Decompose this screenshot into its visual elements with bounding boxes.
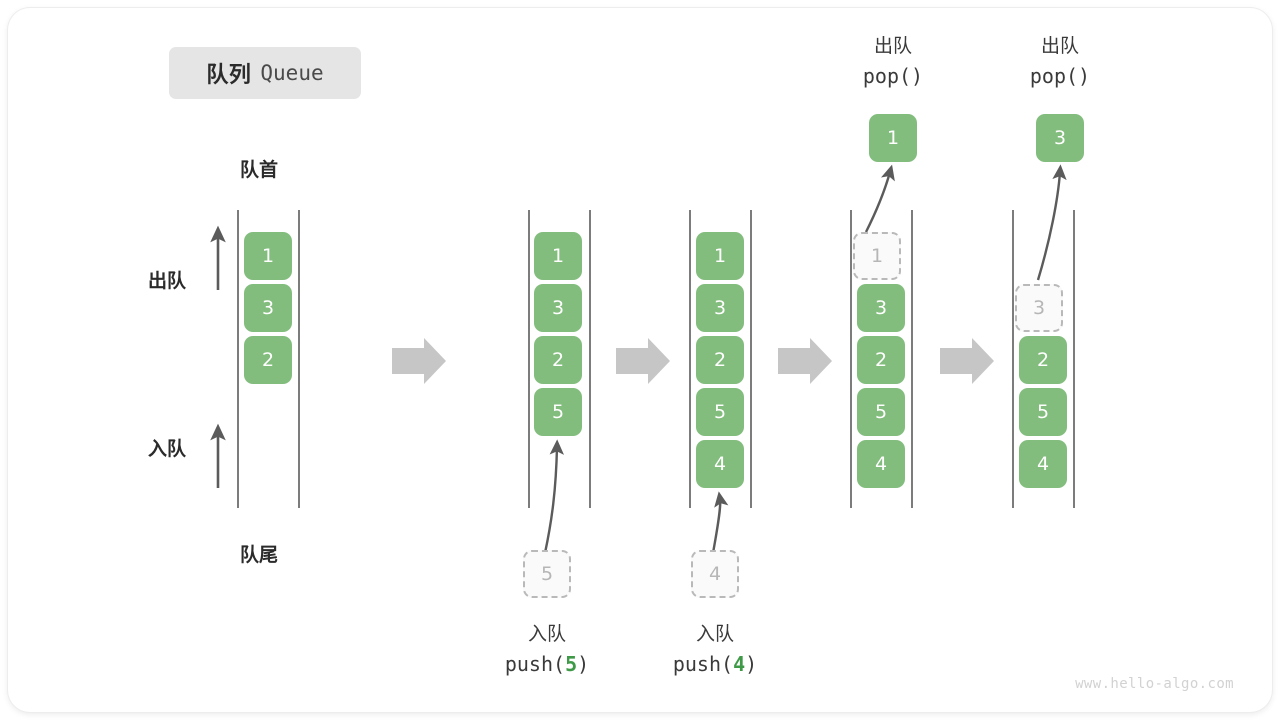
- queue-cell: 3: [857, 284, 905, 332]
- rail-group-3: [689, 210, 752, 508]
- queue-cell: 4: [857, 440, 905, 488]
- pop-1-label: 出队 pop(): [793, 32, 993, 92]
- rail-group-1: [237, 210, 300, 508]
- dequeue-side-label: 出队: [148, 271, 187, 292]
- pop-arrow-3: [1036, 164, 1067, 281]
- pop-3-label-cn: 出队: [1040, 36, 1079, 57]
- push-5-label: 入队 push(5): [447, 620, 647, 680]
- push-4-label: 入队 push(4): [615, 620, 815, 680]
- rail-group-2: [528, 210, 591, 508]
- queue-cell: 2: [696, 336, 744, 384]
- queue-cell: 2: [534, 336, 582, 384]
- queue-cell: 4: [696, 440, 744, 488]
- queue-cell: 2: [244, 336, 292, 384]
- queue-cell: 3: [244, 284, 292, 332]
- push-5-label-cn: 入队: [527, 624, 566, 645]
- push-4-label-code: push(4): [672, 652, 758, 677]
- push-4-label-cn: 入队: [695, 624, 734, 645]
- step-arrow-4: [940, 338, 994, 384]
- pop-arrow-1: [864, 164, 895, 233]
- push-arrow-4: [711, 491, 729, 554]
- queue-cell: 2: [1019, 336, 1067, 384]
- queue-cell: 5: [696, 388, 744, 436]
- outgoing-ghost-cell: 3: [1015, 284, 1063, 332]
- front-label: 队首: [240, 160, 279, 181]
- rear-label: 队尾: [240, 545, 279, 566]
- popped-cell: 1: [869, 114, 917, 162]
- queue-cell: 4: [1019, 440, 1067, 488]
- pop-3-label: 出队 pop(): [960, 32, 1160, 92]
- queue-cell: 1: [244, 232, 292, 280]
- queue-cell: 5: [857, 388, 905, 436]
- queue-cell: 5: [534, 388, 582, 436]
- rail-group-4: [850, 210, 913, 508]
- push-arrow-5: [543, 439, 565, 554]
- queue-cell: 2: [857, 336, 905, 384]
- queue-cell: 3: [696, 284, 744, 332]
- enqueue-side-label: 入队: [148, 439, 187, 460]
- queue-cell: 5: [1019, 388, 1067, 436]
- pop-3-label-code: pop(): [1029, 64, 1091, 89]
- diagram-title-badge: 队列 Queue: [169, 47, 361, 99]
- step-arrow-2: [616, 338, 670, 384]
- queue-cell: 1: [696, 232, 744, 280]
- title-cn: 队列: [206, 62, 252, 87]
- outgoing-ghost-cell: 1: [853, 232, 901, 280]
- step-arrow-1: [392, 338, 446, 384]
- incoming-ghost-cell: 4: [691, 550, 739, 598]
- step-arrow-3: [778, 338, 832, 384]
- popped-cell: 3: [1036, 114, 1084, 162]
- title-en: Queue: [260, 61, 324, 85]
- queue-cell: 3: [534, 284, 582, 332]
- queue-cell: 1: [534, 232, 582, 280]
- watermark: www.hello-algo.com: [1075, 676, 1234, 692]
- push-5-label-code: push(5): [504, 652, 590, 677]
- rail-group-5: [1012, 210, 1075, 508]
- incoming-ghost-cell: 5: [523, 550, 571, 598]
- pop-1-label-code: pop(): [862, 64, 924, 89]
- pop-1-label-cn: 出队: [873, 36, 912, 57]
